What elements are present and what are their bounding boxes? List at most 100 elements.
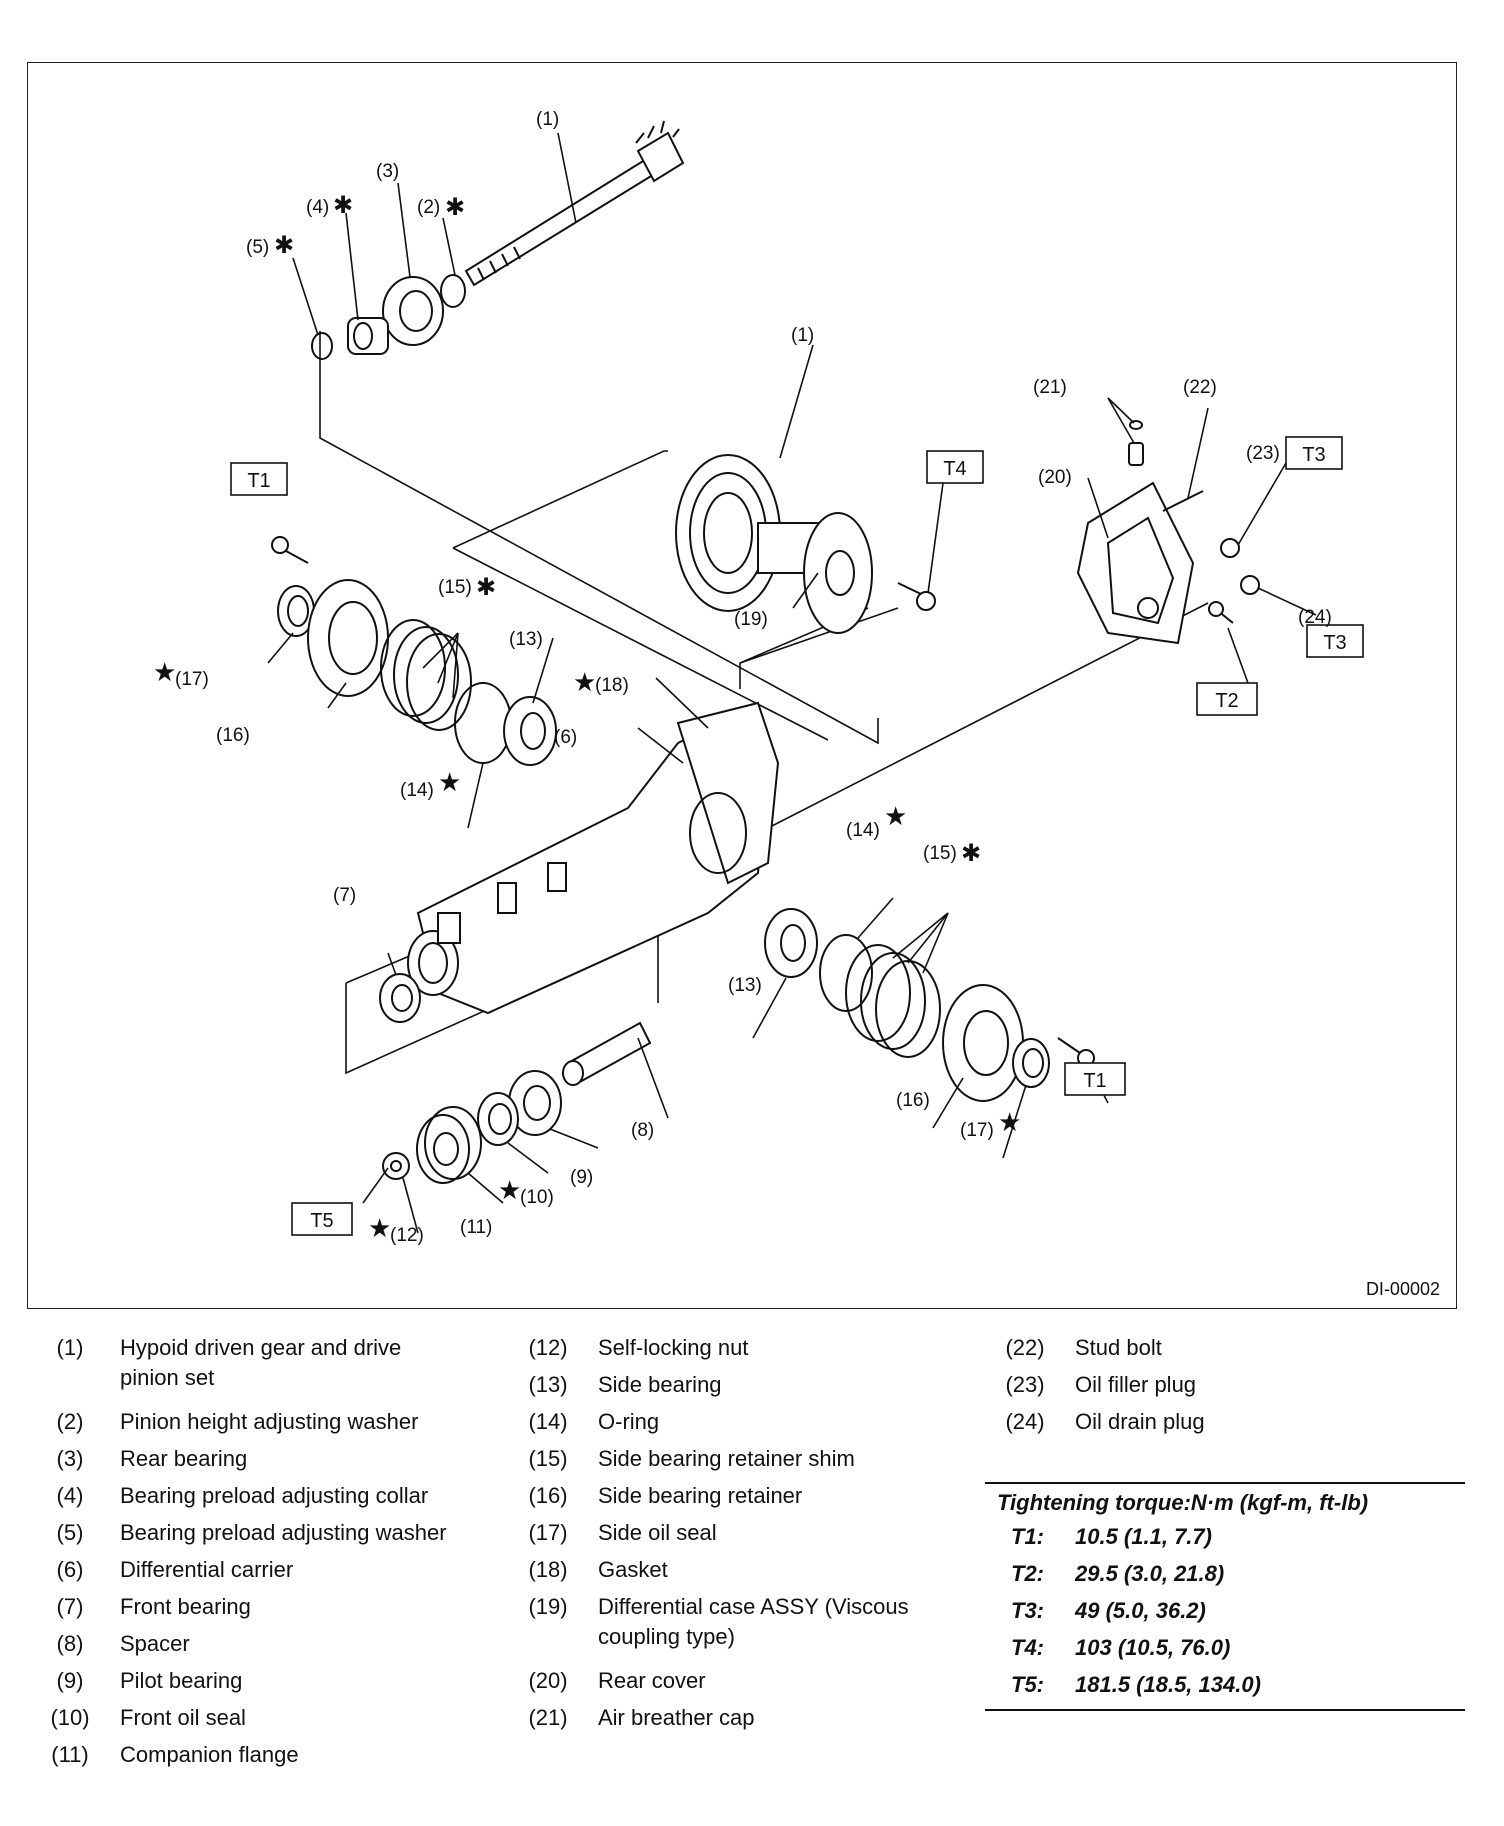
callout-22: (22) bbox=[1183, 377, 1217, 398]
legend-text: Bearing preload adjusting washer bbox=[120, 1520, 447, 1545]
legend-text: Side oil seal bbox=[598, 1520, 717, 1545]
callout-12: (12) bbox=[390, 1225, 424, 1246]
torque-row: T3:49 (5.0, 36.2) bbox=[985, 1594, 1465, 1631]
callout-10: (10) bbox=[520, 1187, 554, 1208]
part-rear-cover bbox=[1076, 481, 1195, 645]
legend-number: (8) bbox=[56, 1631, 84, 1656]
part-left-side-bearing-retainer bbox=[307, 579, 389, 697]
torque-key: T5: bbox=[1011, 1672, 1044, 1697]
part-left-side-bearing bbox=[503, 696, 557, 766]
torque-box-t2: T2 bbox=[1196, 682, 1258, 716]
legend-number: (11) bbox=[51, 1742, 89, 1767]
torque-row: T4:103 (10.5, 76.0) bbox=[985, 1631, 1465, 1668]
star-14-left: ★ bbox=[438, 768, 461, 798]
callout-1-ring: (1) bbox=[791, 325, 814, 346]
legend-number: (16) bbox=[528, 1483, 568, 1508]
callout-13-left: (13) bbox=[509, 629, 543, 650]
legend-number: (21) bbox=[528, 1705, 568, 1730]
torque-box-t3-bottom: T3 bbox=[1306, 624, 1364, 658]
callout-19: (19) bbox=[734, 609, 768, 630]
legend-text: Oil drain plug bbox=[1075, 1409, 1205, 1434]
legend-text: Rear cover bbox=[598, 1668, 706, 1693]
legend-number: (14) bbox=[528, 1409, 568, 1434]
part-pilot-bearing bbox=[508, 1070, 562, 1136]
figure-id: DI-00002 bbox=[1365, 1279, 1440, 1299]
legend-text: Air breather cap bbox=[598, 1705, 755, 1730]
part-oil-filler-plug bbox=[1220, 538, 1240, 558]
star-17-left: ★ bbox=[153, 658, 176, 688]
part-left-t1-bolt bbox=[271, 536, 309, 564]
part-drive-pinion-shaft bbox=[464, 120, 685, 287]
torque-spec-table: Tightening torque:N·m (kgf-m, ft-lb) T1:… bbox=[985, 1482, 1465, 1711]
callout-8: (8) bbox=[631, 1120, 654, 1141]
legend-text: Gasket bbox=[598, 1557, 668, 1582]
legend-text: O-ring bbox=[598, 1409, 660, 1434]
legend-number: (6) bbox=[56, 1557, 84, 1582]
legend-text: Front oil seal bbox=[120, 1705, 246, 1730]
callout-18: (18) bbox=[595, 675, 629, 696]
legend-number: (5) bbox=[56, 1520, 84, 1545]
part-t2-bolt bbox=[1208, 601, 1234, 624]
callout-17-right: (17) bbox=[960, 1120, 994, 1141]
star-18: ★ bbox=[573, 668, 596, 698]
part-front-oil-seal bbox=[477, 1092, 519, 1146]
torque-box-t1-left: T1 bbox=[230, 462, 288, 496]
torque-box-t3-top: T3 bbox=[1285, 436, 1343, 470]
part-right-shims bbox=[845, 944, 941, 1058]
callout-15-right: (15) bbox=[923, 843, 957, 864]
legend-text: Front bearing bbox=[120, 1594, 251, 1619]
legend-text: Differential carrier bbox=[120, 1557, 294, 1582]
part-right-side-bearing bbox=[764, 908, 818, 978]
legend-number: (10) bbox=[50, 1705, 90, 1730]
callout-15-left: (15) bbox=[438, 577, 472, 598]
part-stud-bolt bbox=[1162, 490, 1204, 512]
torque-key: T3: bbox=[1011, 1598, 1044, 1623]
exploded-diagram: T1 T4 T3 T3 T2 T1 T5 (1) (2) bbox=[27, 62, 1457, 1309]
part-preload-washer bbox=[311, 332, 333, 360]
part-right-side-oil-seal bbox=[1012, 1038, 1050, 1088]
legend-number: (9) bbox=[56, 1668, 84, 1693]
part-left-shims bbox=[380, 619, 472, 731]
legend-number: (12) bbox=[528, 1335, 568, 1360]
legend-number: (22) bbox=[1005, 1335, 1045, 1360]
part-self-locking-nut bbox=[382, 1152, 410, 1180]
part-spacer bbox=[562, 1021, 652, 1086]
part-companion-flange bbox=[416, 1106, 482, 1184]
leader-lines bbox=[267, 132, 1317, 1234]
callout-16-right: (16) bbox=[896, 1090, 930, 1111]
part-oil-drain-plug bbox=[1240, 575, 1260, 595]
torque-key: T1: bbox=[1011, 1524, 1044, 1549]
torque-box-t5: T5 bbox=[291, 1202, 353, 1236]
legend-text: Self-locking nut bbox=[598, 1335, 749, 1360]
svg-text:T2: T2 bbox=[1215, 690, 1238, 712]
svg-text:T3: T3 bbox=[1302, 444, 1325, 466]
asterisk-15-left: ✱ bbox=[476, 573, 496, 601]
part-differential-carrier bbox=[407, 701, 780, 1015]
torque-value: 181.5 (18.5, 134.0) bbox=[1075, 1672, 1261, 1697]
star-12: ★ bbox=[368, 1214, 391, 1244]
reference-lines bbox=[319, 331, 1209, 1075]
torque-row: T5: 181.5 (18.5, 134.0) bbox=[985, 1668, 1465, 1705]
part-right-side-bearing-retainer bbox=[942, 984, 1024, 1102]
star-10: ★ bbox=[498, 1176, 521, 1206]
legend-number: (18) bbox=[528, 1557, 568, 1582]
torque-row: T1:10.5 (1.1, 7.7) bbox=[985, 1520, 1465, 1557]
diagram-canvas: T1 T4 T3 T3 T2 T1 T5 (1) (2) bbox=[153, 109, 1364, 1246]
legend-text: Pinion height adjusting washer bbox=[120, 1409, 419, 1434]
part-differential-case bbox=[757, 512, 873, 634]
asterisk-2: ✱ bbox=[445, 193, 465, 221]
svg-text:T1: T1 bbox=[1083, 1070, 1106, 1092]
svg-text:T1: T1 bbox=[247, 470, 270, 492]
legend-text: Companion flange bbox=[120, 1742, 299, 1767]
asterisk-15-right: ✱ bbox=[961, 839, 981, 867]
torque-value: 29.5 (3.0, 21.8) bbox=[1075, 1561, 1225, 1586]
callout-13-right: (13) bbox=[728, 975, 762, 996]
callout-14-right: (14) bbox=[846, 820, 880, 841]
part-right-t1-bolt bbox=[1057, 1037, 1095, 1067]
torque-top-rule bbox=[985, 1482, 1465, 1484]
torque-row: T2:29.5 (3.0, 21.8) bbox=[985, 1557, 1465, 1594]
torque-box-t4: T4 bbox=[926, 450, 984, 484]
callout-24: (24) bbox=[1298, 607, 1332, 628]
legend-text: Differential case ASSY (Viscous coupling… bbox=[598, 1594, 909, 1649]
legend-number: (1) bbox=[56, 1335, 84, 1360]
